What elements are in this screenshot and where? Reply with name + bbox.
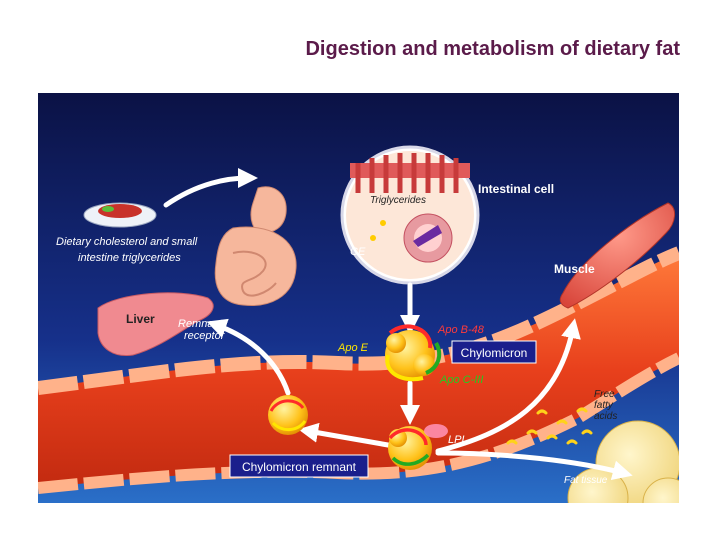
fat-metabolism-diagram: Intestinal cell Triglycerides CE Dietary…: [38, 93, 679, 503]
apo-e-label: Apo E: [337, 342, 369, 354]
chylomicron-particle: [385, 324, 442, 382]
dietary-label-line1: Dietary cholesterol and small: [56, 236, 198, 248]
lpl-chylomicron-particle: [388, 424, 448, 470]
chylomicron-remnant-label-box: [229, 454, 369, 478]
free-fatty-acids-label-line2: fatty: [594, 400, 614, 411]
lpl-label: LPL: [448, 434, 468, 446]
apo-b48-label: Apo B-48: [437, 324, 485, 336]
slide-title: Digestion and metabolism of dietary fat: [305, 38, 680, 60]
free-fatty-acid-marks: [506, 407, 593, 445]
pathway-arrows: [163, 168, 633, 481]
free-fatty-acids-label-line3: acids: [594, 411, 617, 422]
ce-label: CE: [350, 246, 366, 258]
remnant-receptor-label-line2: receptor: [184, 330, 226, 342]
arrow-lpl-to-remnant: [298, 422, 391, 448]
arrow-remnant-to-liver: [206, 318, 291, 396]
arrow-to-muscle: [435, 318, 581, 454]
arrow-to-fat-tissue: [435, 450, 633, 481]
food-plate-icon: [83, 202, 157, 228]
triglycerides-label: Triglycerides: [370, 195, 426, 206]
remnant-receptor-label-line1: Remnant: [178, 318, 224, 330]
chylomicron-remnant-particle: [268, 395, 308, 435]
chylomicron-remnant-label: Chylomicron remnant: [242, 460, 357, 474]
apo-c3-label: Apo C-III: [439, 374, 483, 386]
dietary-label-line2: intestine triglycerides: [78, 252, 181, 264]
free-fatty-acids-label-line1: Free: [594, 389, 615, 400]
chylomicron-label: Chylomicron: [461, 346, 528, 360]
liver-label: Liver: [126, 312, 155, 326]
muscle-shape: [559, 202, 675, 309]
muscle-label: Muscle: [554, 262, 595, 276]
fat-tissue-label: Fat tissue: [564, 475, 608, 486]
liver-shape: [97, 292, 214, 357]
intestinal-cell-view: [340, 145, 480, 285]
digestive-system: [214, 186, 297, 307]
arrow-food-to-gut: [163, 168, 258, 208]
intestinal-cell-label: Intestinal cell: [478, 182, 554, 196]
chylomicron-label-box: [451, 340, 537, 364]
